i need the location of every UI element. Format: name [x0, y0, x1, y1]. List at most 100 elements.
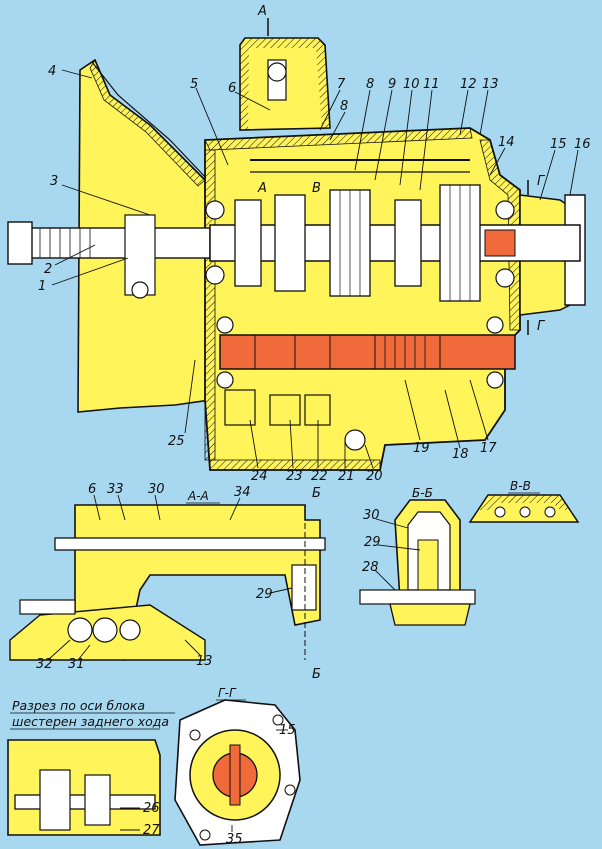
callout-6: 6	[228, 81, 236, 96]
bb-base	[389, 603, 471, 626]
drain-plug	[344, 429, 366, 451]
section-vv: В-В	[468, 479, 580, 523]
aa-callout-33: 33	[107, 482, 124, 497]
gg-leaders	[231, 729, 288, 832]
vv-bolt-3	[544, 506, 556, 518]
aa-leaders	[47, 494, 293, 661]
callout-22: 22	[311, 469, 328, 484]
bb-rail	[359, 589, 476, 605]
callout-3: 3	[50, 174, 58, 189]
lower-pads	[224, 389, 331, 426]
counter-shaft-dividers	[254, 335, 441, 369]
vv-bolt-1	[494, 506, 506, 518]
section-aa: А-А Б Б 6 33 30 34 29 32 31 13	[9, 482, 326, 682]
callout-21: 21	[338, 469, 355, 484]
callout-23: 23	[286, 469, 303, 484]
fork-pivot	[131, 281, 149, 299]
bb-title: Б-Б	[412, 486, 433, 500]
vv-bolt-2	[519, 506, 531, 518]
callout-8a: 8	[340, 99, 348, 114]
bearings	[205, 200, 515, 389]
mark-b-left: Б	[312, 486, 321, 501]
section-bb: Б-Б 30 29 28	[359, 486, 476, 626]
gg-bolt-holes	[189, 714, 296, 841]
shift-tower-hatch	[240, 38, 330, 130]
section-mark-g-right: Г	[537, 174, 546, 189]
case-wall-top	[204, 127, 473, 151]
main-section: А А В Г Г	[7, 4, 591, 484]
case-wall-left	[204, 149, 216, 461]
callout-18: 18	[452, 447, 469, 462]
aa-shift-shaft	[54, 537, 326, 551]
gg-title: Г-Г	[218, 686, 237, 700]
reverse-leaders	[120, 807, 140, 831]
callout-8b: 8	[366, 77, 374, 92]
aa-callout-29: 29	[256, 587, 273, 602]
aa-detent-2	[92, 617, 118, 643]
section-gg: Г-Г 15 35	[174, 686, 301, 847]
callout-1: 1	[38, 279, 46, 294]
input-flange	[7, 221, 33, 265]
case-wall-bottom	[209, 459, 381, 471]
aa-callout-34: 34	[234, 485, 251, 500]
bb-callout-29: 29	[364, 535, 381, 550]
callout-11: 11	[423, 77, 440, 92]
caption-line1: Разрез по оси блока	[12, 698, 145, 713]
caption-line2: шестерен заднего хода	[12, 714, 169, 729]
callout-5: 5	[190, 77, 198, 92]
callout-14: 14	[498, 135, 515, 150]
bb-fork	[417, 539, 439, 591]
aa-lever	[19, 599, 76, 615]
callout-12: 12	[460, 77, 477, 92]
leader-lines	[51, 69, 579, 469]
reverse-housing	[7, 739, 161, 836]
reverse-callout-27: 27	[143, 823, 160, 838]
aa-callout-6: 6	[88, 482, 96, 497]
aa-callout-31: 31	[68, 657, 85, 672]
aa-detent-3	[119, 619, 141, 641]
gg-key	[229, 744, 241, 806]
aa-callout-13: 13	[196, 654, 213, 669]
bell-housing-rib	[91, 61, 209, 181]
gg-callout-15: 15	[279, 723, 296, 738]
callout-13: 13	[482, 77, 499, 92]
bb-callout-28: 28	[362, 560, 379, 575]
bb-callout-30: 30	[363, 508, 380, 523]
callout-25: 25	[168, 434, 185, 449]
mark-b-left2: Б	[312, 667, 321, 682]
vv-title: В-В	[510, 479, 531, 493]
aa-callout-30: 30	[148, 482, 165, 497]
aa-callout-32: 32	[36, 657, 53, 672]
callout-16: 16	[574, 137, 591, 152]
aa-fork-29	[291, 564, 317, 611]
counter-gear-teeth	[384, 335, 426, 369]
reverse-section: Разрез по оси блока шестерен заднего ход…	[7, 698, 175, 838]
callout-4: 4	[48, 64, 56, 79]
callout-19: 19	[413, 441, 430, 456]
reverse-callout-26: 26	[143, 801, 160, 816]
reverse-gear-2	[84, 774, 111, 826]
callout-15: 15	[550, 137, 567, 152]
callout-20: 20	[366, 469, 383, 484]
main-gear-teeth	[339, 185, 471, 301]
bb-leaders	[374, 518, 421, 591]
shift-lever-ball	[267, 62, 287, 82]
callout-24: 24	[251, 469, 268, 484]
bell-housing-hatch	[89, 59, 206, 187]
reverse-gear-1	[39, 769, 71, 831]
section-mark-top-a: А	[257, 4, 267, 19]
aa-title: А-А	[187, 489, 209, 503]
counter-shaft	[219, 334, 516, 370]
callout-17: 17	[480, 441, 497, 456]
aa-detent-1	[67, 617, 93, 643]
section-mark-g-right2: Г	[537, 319, 546, 334]
callout-2: 2	[44, 262, 52, 277]
vv-hatch	[478, 495, 570, 510]
gg-callout-35: 35	[226, 832, 243, 847]
callout-10: 10	[403, 77, 420, 92]
input-splines	[39, 228, 91, 258]
section-mark-b-inner: В	[312, 181, 321, 196]
callout-7: 7	[337, 77, 346, 92]
